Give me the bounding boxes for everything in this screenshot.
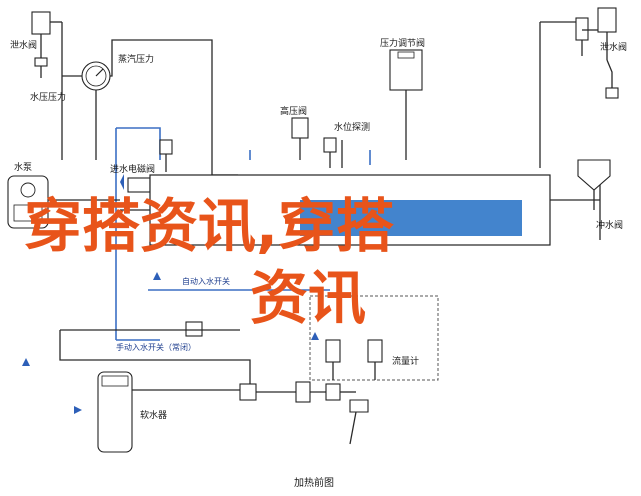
high-pressure-valve xyxy=(291,117,309,160)
label-drain-valve-right: 泄水阀 xyxy=(600,41,627,53)
label-steam-pressure: 蒸汽压力 xyxy=(118,53,154,65)
drain-valve-top-right xyxy=(575,7,619,99)
watermark-line-2: 资讯 xyxy=(250,264,366,332)
water-level-probe xyxy=(323,137,343,168)
right-vent-pipe xyxy=(539,21,576,168)
steam-pipe-top xyxy=(110,39,213,160)
auto-switch-assembly xyxy=(60,289,330,337)
label-softener: 软水器 xyxy=(140,409,167,421)
flush-valve xyxy=(577,159,611,210)
label-inlet-solenoid: 进水电磁阀 xyxy=(110,163,155,175)
label-drain-valve-left: 泄水阀 xyxy=(10,39,37,51)
water-softener xyxy=(97,371,250,453)
bottom-pipeline xyxy=(239,381,369,445)
pressure-gauge xyxy=(62,61,111,160)
label-water-pressure: 水压压力 xyxy=(30,91,66,103)
label-flush-valve: 冲水阀 xyxy=(596,219,623,231)
label-manual-switch: 手动入水开关（常闭） xyxy=(116,342,196,352)
arrow-up-3 xyxy=(22,358,30,366)
flow-meter-box xyxy=(309,295,439,381)
label-flow-meter: 流量计 xyxy=(392,355,419,367)
drain-valve-top-left xyxy=(31,11,63,160)
label-water-pump: 水泵 xyxy=(14,161,32,173)
arrow-up-2 xyxy=(311,332,319,340)
label-pressure-control-valve: 压力调节阀 xyxy=(380,37,425,49)
blue-loop-connectors xyxy=(249,150,371,165)
watermark-line-1: 穿搭资讯,穿搭 xyxy=(24,192,394,260)
label-auto-switch: 自动入水开关 xyxy=(182,276,230,286)
water-pump xyxy=(7,175,120,229)
pressure-control-valve xyxy=(389,49,423,160)
label-water-level-probe: 水位探测 xyxy=(334,121,370,133)
arrow-left-1 xyxy=(74,406,82,414)
arrow-up-1 xyxy=(153,272,161,280)
manual-switch-pipe xyxy=(59,330,251,390)
diagram-title: 加热前图 xyxy=(294,476,334,489)
arrow-right-1 xyxy=(120,174,124,190)
label-high-pressure-valve: 高压阀 xyxy=(280,105,307,117)
steam-pipe-drop xyxy=(211,160,238,176)
heating-tank xyxy=(120,160,601,246)
